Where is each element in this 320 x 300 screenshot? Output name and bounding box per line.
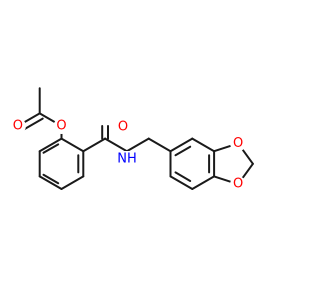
bond	[191, 175, 216, 190]
atom-label-o-ester: O	[56, 119, 66, 134]
atom-label-o-dioxole-bottom: O	[233, 177, 243, 192]
atom-label-o-acetyl-carbonyl: O	[13, 119, 23, 134]
benzene-ring-right	[169, 137, 216, 190]
bond	[125, 137, 150, 153]
bond	[191, 137, 216, 153]
bond	[174, 171, 192, 182]
bond	[174, 145, 192, 157]
atom-label-n-amide: NH	[117, 152, 137, 167]
bond	[38, 137, 63, 153]
bond	[42, 173, 60, 185]
bond	[169, 175, 194, 190]
atom-o-dioxole-bottom: O	[230, 176, 247, 193]
bond	[38, 175, 63, 190]
atom-o-ester: O	[53, 118, 70, 134]
bond	[147, 137, 172, 153]
atom-label-o-amide: O	[118, 120, 128, 135]
bond	[60, 175, 85, 190]
atom-o-amide: O	[115, 119, 131, 135]
bond	[42, 143, 60, 154]
atom-o-dioxole-top: O	[230, 135, 247, 152]
structure-diagram: O O O NH O O	[9, 87, 254, 193]
benzene-ring-left	[38, 137, 85, 190]
atom-label-o-dioxole-top: O	[233, 136, 243, 151]
bond	[169, 137, 194, 153]
bond	[60, 137, 85, 153]
atom-n-amide: NH	[115, 151, 139, 167]
bond	[104, 137, 128, 153]
bond	[23, 117, 44, 131]
bond	[82, 137, 107, 153]
atom-o-acetyl-carbonyl: O	[9, 118, 26, 134]
amide-group	[82, 125, 172, 153]
